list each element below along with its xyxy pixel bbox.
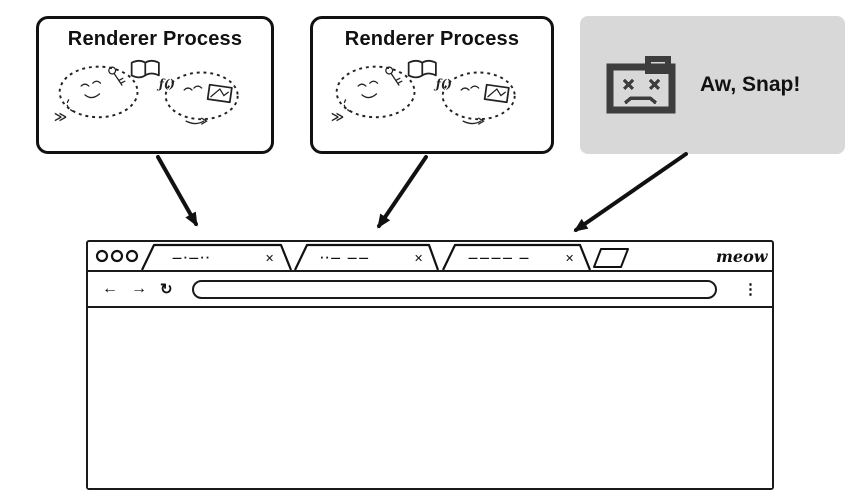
process-title: Renderer Process [344, 28, 520, 50]
worker-blob [164, 71, 239, 121]
back-button[interactable]: ← [102, 280, 118, 297]
renderer-doodle: ƒ() ≫ [331, 59, 516, 125]
arrow-process1-to-tab1 [156, 155, 198, 227]
tab-strip: —·—·· ✕ ··— —— ✕ ———— — ✕ meow [88, 242, 772, 272]
book-icon [130, 59, 160, 79]
browser-window: —·—·· ✕ ··— —— ✕ ———— — ✕ meow ← [86, 240, 774, 490]
process-title: Renderer Process [67, 28, 243, 50]
dashed-tail [343, 98, 351, 113]
tab-1[interactable]: —·—·· ✕ [141, 243, 293, 271]
menu-button[interactable]: ⋮ [743, 280, 758, 298]
aw-snap-folder-icon [606, 56, 676, 114]
forward-button[interactable]: → [131, 280, 147, 297]
crashed-renderer-box: Aw, Snap! [580, 16, 845, 154]
window-control-dot[interactable] [125, 249, 139, 263]
tab-3-title: ———— — [468, 253, 530, 264]
tab-3-close-icon[interactable]: ✕ [565, 252, 574, 265]
key-icon [385, 66, 403, 86]
smiley-face-icon [80, 80, 102, 99]
smiley-face-icon [460, 85, 480, 91]
smiley-face-icon [357, 80, 379, 99]
renderer-process-box-1: Renderer Process ƒ() ≫ [36, 16, 274, 154]
js-function-icon: ƒ() [156, 77, 175, 91]
book-icon [407, 59, 437, 79]
aw-snap-label: Aw, Snap! [700, 73, 801, 96]
worker-blob [441, 71, 516, 121]
reload-button[interactable]: ↻ [160, 280, 173, 298]
new-tab-button[interactable] [593, 248, 629, 268]
tab-1-close-icon[interactable]: ✕ [265, 252, 274, 265]
arrow-tail [185, 117, 208, 125]
navigation-bar: ← → ↻ ⋮ [88, 272, 772, 308]
renderer-process-box-2: Renderer Process ƒ() ≫ [310, 16, 554, 154]
painting-icon [206, 83, 233, 104]
window-control-dot[interactable] [110, 249, 124, 263]
renderer-doodle: ƒ() ≫ [54, 59, 239, 125]
fast-arrow-icon: ≫ [54, 109, 67, 124]
painting-icon [483, 83, 510, 104]
arrow-process2-to-tab2 [377, 155, 428, 229]
window-control-dot[interactable] [95, 249, 109, 263]
tab-3[interactable]: ———— — ✕ [442, 243, 592, 271]
main-thread-blob [335, 65, 416, 119]
page-content-area [88, 308, 772, 488]
tab-2-title: ··— —— [320, 253, 370, 264]
browser-brand-label: meow [716, 247, 769, 266]
tab-1-title: —·—·· [172, 253, 211, 264]
tab-2[interactable]: ··— —— ✕ [294, 243, 440, 271]
arrow-tail [462, 117, 485, 125]
tab-2-close-icon[interactable]: ✕ [414, 252, 423, 265]
smiley-face-icon [183, 85, 203, 91]
tab-strip-art: —·—·· ✕ ··— —— ✕ ———— — ✕ meow [95, 243, 769, 271]
address-bar[interactable] [191, 279, 717, 299]
main-thread-blob [58, 65, 139, 119]
arrow-process3-to-tab3 [573, 152, 688, 232]
fast-arrow-icon: ≫ [331, 109, 344, 124]
window-controls [95, 249, 139, 263]
key-icon [108, 66, 126, 86]
js-function-icon: ƒ() [433, 77, 452, 91]
dashed-tail [66, 98, 74, 113]
